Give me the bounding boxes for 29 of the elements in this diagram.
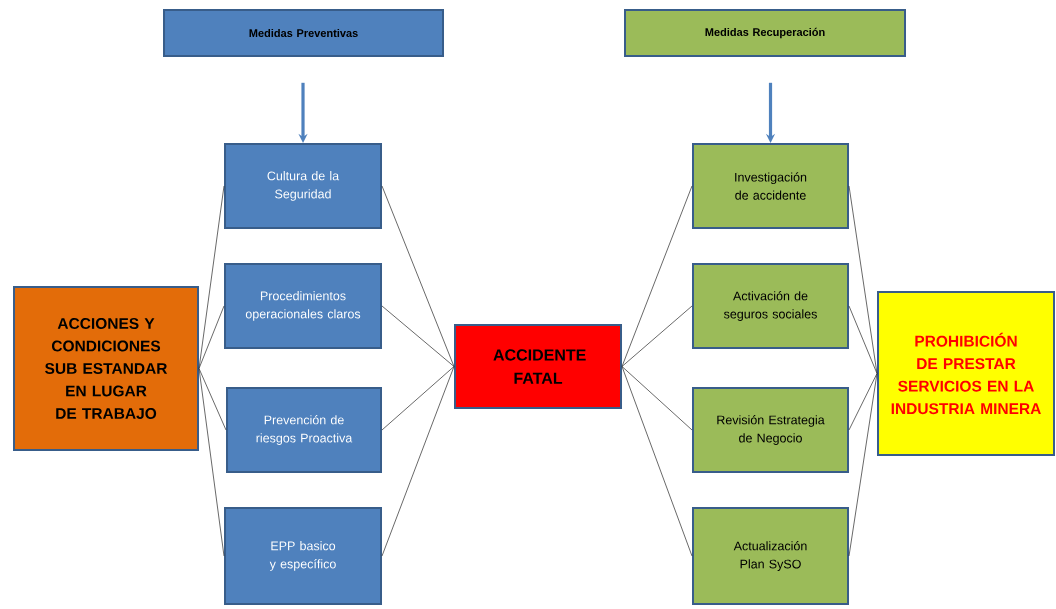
- connector-line: [621, 185, 693, 367]
- connector-line: [198, 305, 225, 369]
- header-box: Medidas Recuperación: [624, 9, 906, 57]
- connector-line: [198, 368, 225, 557]
- connector-line: [381, 366, 455, 557]
- header-box: Medidas Preventivas: [163, 9, 444, 57]
- measure-box: Procedimientos operacionales claros: [224, 263, 382, 349]
- event-box: ACCIDENTE FATAL: [454, 324, 622, 409]
- measure-box: Activación de seguros sociales: [692, 263, 849, 349]
- connector-line: [621, 305, 693, 367]
- connector-line: [848, 305, 878, 374]
- measure-box: Cultura de la Seguridad: [224, 143, 382, 229]
- connector-line: [381, 185, 455, 367]
- measure-box: Prevención de riesgos Proactiva: [226, 387, 382, 473]
- connector-line: [621, 366, 693, 557]
- cause-box: ACCIONES Y CONDICIONES SUB ESTANDAR EN LUGAR DE TRABAJO: [13, 286, 199, 451]
- connector-line: [381, 366, 455, 431]
- connector-line: [848, 185, 878, 374]
- measure-box: EPP basico y específico: [224, 507, 382, 605]
- measure-box: Actualización Plan SySO: [692, 507, 849, 605]
- connector-line: [381, 305, 455, 367]
- connector-line: [848, 373, 878, 431]
- connector-line: [848, 373, 878, 557]
- connector-line: [621, 366, 693, 431]
- consequence-box: PROHIBICIÓN DE PRESTAR SERVICIOS EN LA INDUSTRIA MINERA: [877, 291, 1055, 456]
- measure-box: Investigación de accidente: [692, 143, 849, 229]
- measure-box: Revisión Estrategia de Negocio: [692, 387, 849, 473]
- connector-line: [198, 368, 227, 431]
- connector-line: [198, 185, 225, 369]
